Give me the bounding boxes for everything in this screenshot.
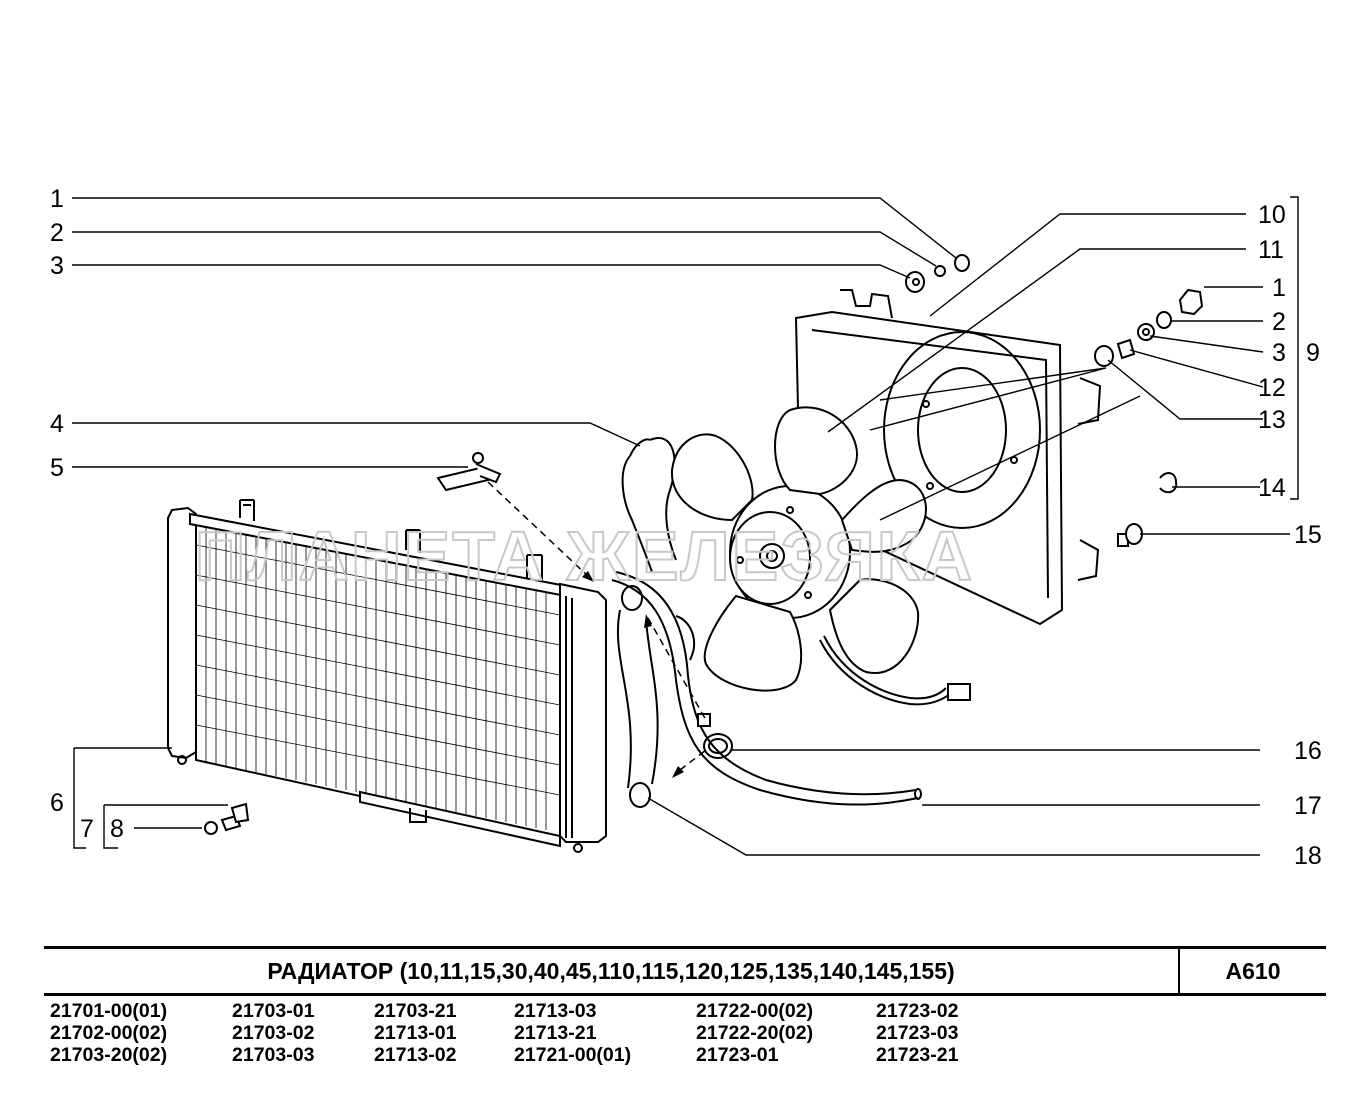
leader-lines [72,196,1299,856]
model-code: 21721-00(01) [514,1044,632,1066]
diagram-title: РАДИАТОР (10,11,15,30,40,45,110,115,120,… [44,949,1180,993]
fan-assembly-drawing [670,289,1102,706]
callout-2-left: 2 [50,219,64,247]
title-bar: РАДИАТОР (10,11,15,30,40,45,110,115,120,… [44,946,1326,996]
callout-3-left: 3 [50,252,64,280]
model-list: 21701-00(01) 21702-00(02) 21703-20(02) 2… [44,1000,1326,1070]
callout-4: 4 [50,410,64,438]
model-code: 21701-00(01) [50,1000,168,1022]
radiator-fins [195,522,561,830]
model-column: 21703-21 21713-01 21713-02 [374,1000,456,1066]
callout-numbers: 1 2 3 4 5 6 7 8 10 11 1 2 3 9 12 13 14 1… [50,185,1322,870]
callout-15: 15 [1294,521,1322,549]
model-code: 21703-01 [232,1000,315,1022]
title-block: РАДИАТОР (10,11,15,30,40,45,110,115,120,… [44,946,1326,1070]
model-column: 21722-00(02) 21722-20(02) 21723-01 [696,1000,813,1066]
callout-2-right: 2 [1272,308,1286,336]
model-column: 21701-00(01) 21702-00(02) 21703-20(02) [50,1000,167,1066]
model-code: 21713-02 [374,1044,457,1066]
model-code: 21723-01 [696,1044,779,1066]
callout-6: 6 [50,789,64,817]
radiator-drawing [167,499,607,853]
model-code: 21722-00(02) [696,1000,814,1022]
callout-1-left: 1 [50,185,64,213]
model-code: 21723-03 [876,1022,959,1044]
assembly-arrows [487,481,707,771]
model-column: 21713-03 21713-21 21721-00(01) [514,1000,631,1066]
model-code: 21722-20(02) [696,1022,814,1044]
model-column: 21723-02 21723-03 21723-21 [876,1000,958,1066]
callout-9: 9 [1306,339,1320,367]
callout-3-right: 3 [1272,339,1286,367]
parts-diagram: ПЛАНЕТА ЖЕЛЕЗЯКА 1 2 3 4 5 6 7 8 10 11 1… [50,185,1322,870]
model-column: 21703-01 21703-02 21703-03 [232,1000,314,1066]
model-code: 21703-02 [232,1022,315,1044]
callout-16: 16 [1294,737,1322,765]
model-code: 21703-20(02) [50,1044,168,1066]
model-code: 21703-03 [232,1044,315,1066]
callout-8: 8 [110,815,124,843]
callout-12: 12 [1258,374,1286,402]
callout-18: 18 [1294,842,1322,870]
model-code: 21713-21 [514,1022,597,1044]
model-code: 21702-00(02) [50,1022,168,1044]
watermark: ПЛАНЕТА ЖЕЛЕЗЯКА [195,517,974,595]
model-code: 21723-21 [876,1044,959,1066]
model-code: 21723-02 [876,1000,959,1022]
callout-1-right: 1 [1272,274,1286,302]
diagram-code: A610 [1225,958,1281,984]
callout-17: 17 [1294,792,1322,820]
arrow-heads [582,571,684,778]
callout-14: 14 [1258,474,1286,502]
callout-13: 13 [1258,406,1286,434]
callout-5: 5 [50,454,64,482]
callout-7: 7 [80,815,94,843]
callout-11: 11 [1258,236,1284,264]
model-code: 21713-03 [514,1000,597,1022]
callout-10: 10 [1258,201,1286,229]
model-code: 21703-21 [374,1000,457,1022]
model-code: 21713-01 [374,1022,457,1044]
